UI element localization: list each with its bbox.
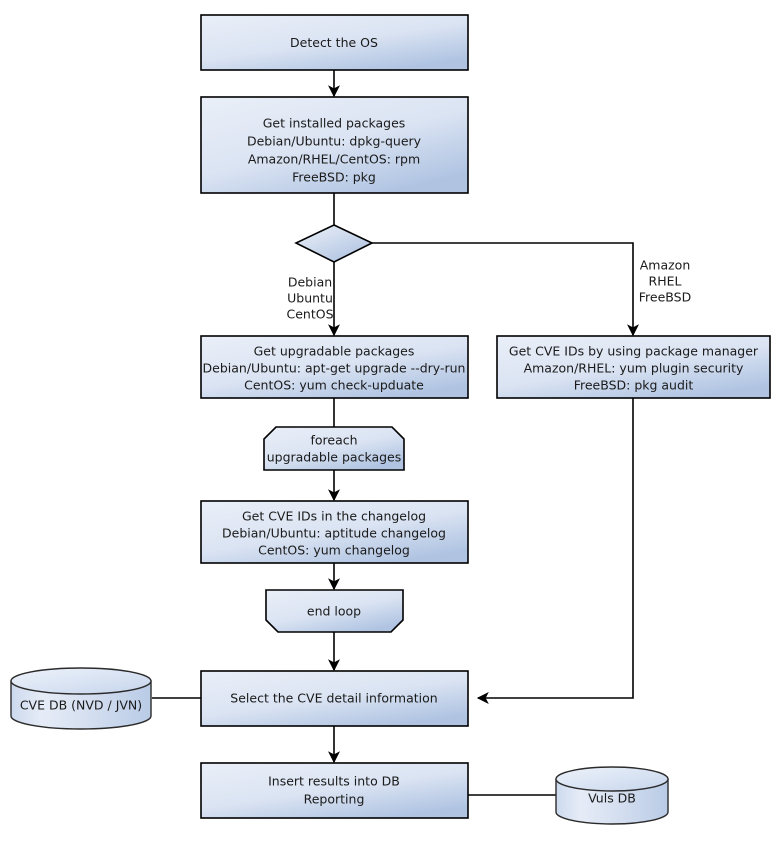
node-get-cve-changelog-label-1: Get CVE IDs in the changelog xyxy=(242,509,426,524)
edge-pkgmgr-to-select xyxy=(476,398,634,704)
node-select-cve-detail-label-1: Select the CVE detail information xyxy=(230,691,437,706)
node-select-cve-detail-shape[interactable] xyxy=(200,670,469,727)
node-get-cve-package-manager-shape[interactable] xyxy=(496,335,771,399)
node-os-decision[interactable] xyxy=(294,224,374,263)
node-get-installed-packages-label-4: FreeBSD: pkg xyxy=(292,170,376,185)
node-get-cve-package-manager-label-1: Get CVE IDs by using package manager xyxy=(509,344,759,359)
node-get-cve-changelog-label-2: Debian/Ubuntu: aptitude changelog xyxy=(222,526,446,541)
edge-label-left-line-1: Debian xyxy=(288,275,332,290)
node-cve-db[interactable]: CVE DB (NVD / JVN) xyxy=(10,667,152,730)
node-vuls-db-label: Vuls DB xyxy=(588,791,636,806)
node-insert-results-label-2: Reporting xyxy=(304,792,365,807)
node-get-cve-package-manager[interactable]: Get CVE IDs by using package manager Ama… xyxy=(496,335,771,399)
node-vuls-db-body[interactable] xyxy=(555,778,669,825)
node-detect-os-shape[interactable] xyxy=(200,14,469,71)
node-loop-start-foreach-label-1: foreach xyxy=(310,433,357,448)
node-loop-end-label-1: end loop xyxy=(307,604,361,619)
node-insert-results-shape[interactable] xyxy=(200,762,469,819)
node-get-upgradable-packages-label-3: CentOS: yum check-upduate xyxy=(244,378,424,393)
node-get-cve-changelog-shape[interactable] xyxy=(200,500,469,564)
node-insert-results[interactable]: Insert results into DB Reporting xyxy=(200,762,469,819)
node-vuls-db[interactable]: Vuls DB xyxy=(555,766,669,825)
node-get-installed-packages-label-3: Amazon/RHEL/CentOS: rpm xyxy=(248,152,420,167)
node-get-cve-changelog-label-3: CentOS: yum changelog xyxy=(258,543,410,558)
node-select-cve-detail[interactable]: Select the CVE detail information xyxy=(200,670,469,727)
node-loop-end[interactable]: end loop xyxy=(265,589,404,633)
node-get-installed-packages[interactable]: Get installed packages Debian/Ubuntu: dp… xyxy=(200,96,469,194)
edge-decision-to-pkgmgr xyxy=(372,242,639,337)
node-get-cve-package-manager-label-3: FreeBSD: pkg audit xyxy=(574,378,694,393)
node-get-installed-packages-label-1: Get installed packages xyxy=(263,116,406,131)
node-loop-start-foreach-label-2: upgradable packages xyxy=(267,450,402,465)
node-insert-results-label-1: Insert results into DB xyxy=(268,774,400,789)
node-vuls-db-top[interactable] xyxy=(555,766,669,792)
node-get-upgradable-packages-label-1: Get upgradable packages xyxy=(254,344,415,359)
node-os-decision-shape[interactable] xyxy=(294,224,374,263)
edge-label-right-line-3: FreeBSD xyxy=(639,290,691,305)
node-get-upgradable-packages-label-2: Debian/Ubuntu: apt-get upgrade --dry-run xyxy=(203,361,466,376)
node-detect-os[interactable]: Detect the OS xyxy=(200,14,469,71)
node-get-cve-changelog[interactable]: Get CVE IDs in the changelog Debian/Ubun… xyxy=(200,500,469,564)
edges-layer xyxy=(152,70,639,796)
edge-label-left-line-2: Ubuntu xyxy=(287,291,333,306)
node-get-upgradable-packages-shape[interactable] xyxy=(200,335,469,399)
edge-label-right-branch: Amazon RHEL FreeBSD xyxy=(639,258,691,305)
node-get-cve-package-manager-label-2: Amazon/RHEL: yum plugin security xyxy=(524,361,744,376)
node-cve-db-top[interactable] xyxy=(10,667,152,695)
node-get-installed-packages-shape[interactable] xyxy=(200,96,469,194)
node-cve-db-body[interactable] xyxy=(10,680,152,730)
node-detect-os-label-1: Detect the OS xyxy=(290,35,378,50)
node-loop-end-shape[interactable] xyxy=(265,589,404,633)
edge-label-right-line-2: RHEL xyxy=(649,274,682,289)
edge-label-right-line-1: Amazon xyxy=(640,258,691,273)
node-get-installed-packages-label-2: Debian/Ubuntu: dpkg-query xyxy=(247,134,422,149)
edge-label-left-branch: Debian Ubuntu CentOS xyxy=(286,275,333,322)
node-loop-start-foreach-shape[interactable] xyxy=(263,426,405,471)
node-get-upgradable-packages[interactable]: Get upgradable packages Debian/Ubuntu: a… xyxy=(200,335,469,399)
node-cve-db-label: CVE DB (NVD / JVN) xyxy=(20,698,142,713)
node-loop-start-foreach[interactable]: foreach upgradable packages xyxy=(263,426,405,471)
edge-label-left-line-3: CentOS xyxy=(286,307,333,322)
